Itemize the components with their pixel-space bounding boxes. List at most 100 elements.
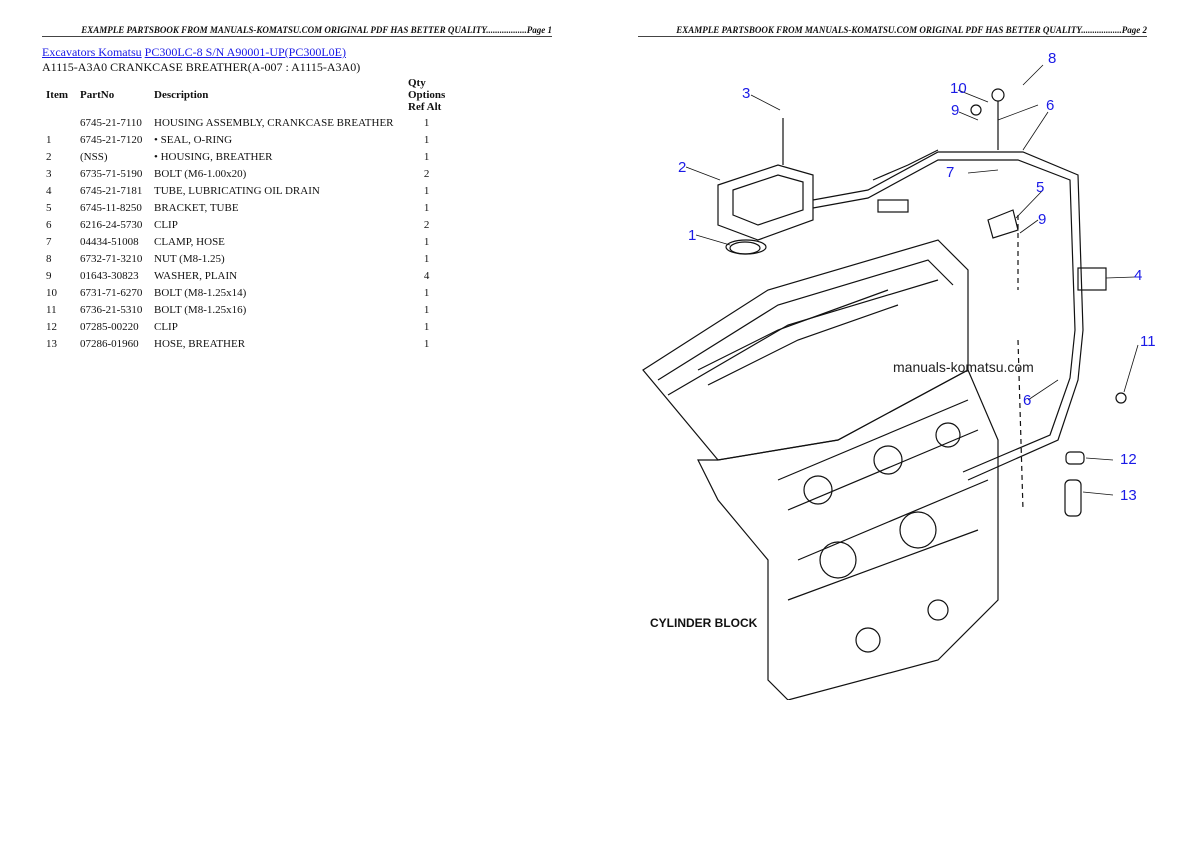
table-row: 1 6745-21-7120 • SEAL, O-RING 1 [44,131,447,148]
cell-partno: 6216-24-5730 [80,218,143,231]
callout-label: 3 [742,85,750,102]
cell-qty: 1 [423,252,430,265]
cell-partno: (NSS) [80,150,108,163]
table-row: 6745-21-7110 HOUSING ASSEMBLY, CRANKCASE … [44,114,447,131]
callout-label: 12 [1120,451,1137,468]
cell-qty: 1 [423,201,430,214]
cell-item: 1 [46,133,52,146]
cell-item: 12 [46,320,57,333]
col-item: Item [46,89,68,101]
table-row: 7 04434-51008 CLAMP, HOSE 1 [44,233,447,250]
parts-table: Item PartNo Description Qty Options Ref … [44,76,447,352]
cell-description: BRACKET, TUBE [154,201,239,214]
callout-label: 11 [1140,333,1156,350]
cell-item: 2 [46,150,52,163]
cell-qty: 1 [423,184,430,197]
callout-label: 2 [678,159,686,176]
col-partno: PartNo [80,89,115,101]
cell-partno: 6735-71-5190 [80,167,143,180]
cell-qty: 1 [423,303,430,316]
cell-description: CLIP [154,218,178,231]
cell-description: HOSE, BREATHER [154,337,246,350]
cell-qty: 1 [423,116,430,129]
cell-qty: 2 [423,218,430,231]
cell-qty: 1 [423,337,430,350]
cell-description: CLAMP, HOSE [154,235,225,248]
callout-label: 1 [688,227,696,244]
cell-item: 13 [46,337,57,350]
cell-description: CLIP [154,320,178,333]
cell-description: TUBE, LUBRICATING OIL DRAIN [154,184,320,197]
engine-drawing [642,88,1127,700]
cell-description: • HOUSING, BREATHER [154,150,273,163]
cell-qty: 4 [423,269,430,282]
cell-description: NUT (M8-1.25) [154,252,225,265]
cell-qty: 1 [423,150,430,163]
callout-label: 13 [1120,487,1137,504]
diagram-caption: CYLINDER BLOCK [650,616,758,630]
watermark-text: manuals-komatsu.com [893,359,1034,375]
callout-label: 7 [946,164,954,181]
breadcrumb-link-category[interactable]: Excavators Komatsu [42,45,142,59]
callout-label: 9 [951,102,959,119]
breadcrumb-link-model[interactable]: PC300LC-8 S/N A90001-UP(PC300L0E) [144,45,346,59]
cell-item: 4 [46,184,52,197]
table-row: 6 6216-24-5730 CLIP 2 [44,216,447,233]
cell-qty: 1 [423,286,430,299]
cell-partno: 6736-21-5310 [80,303,143,316]
cell-qty: 1 [423,133,430,146]
cell-item: 11 [46,303,57,316]
col-description: Description [154,89,209,101]
callout-label: 10 [950,80,967,97]
parts-table-body: 6745-21-7110 HOUSING ASSEMBLY, CRANKCASE … [44,114,447,352]
cell-item: 8 [46,252,52,265]
cell-partno: 6745-11-8250 [80,201,142,214]
callout-leaders [685,64,1139,496]
cell-partno: 04434-51008 [80,235,139,248]
table-row: 2 (NSS) • HOUSING, BREATHER 1 [44,148,447,165]
cell-partno: 01643-30823 [80,269,139,282]
callout-label: 6 [1023,392,1031,409]
cell-description: • SEAL, O-RING [154,133,233,146]
cell-description: BOLT (M6-1.00x20) [154,167,247,180]
cell-description: BOLT (M8-1.25x14) [154,286,247,299]
table-row: 5 6745-11-8250 BRACKET, TUBE 1 [44,199,447,216]
cell-partno: 6745-21-7110 [80,116,142,129]
cell-qty: 1 [423,320,430,333]
table-row: 4 6745-21-7181 TUBE, LUBRICATING OIL DRAIN… [44,182,447,199]
table-row: 11 6736-21-5310 BOLT (M8-1.25x16) 1 [44,301,447,318]
callout-label: 5 [1036,179,1044,196]
cell-item: 9 [46,269,52,282]
cell-item: 7 [46,235,52,248]
page-header-1: EXAMPLE PARTSBOOK FROM MANUALS-KOMATSU.C… [42,25,552,37]
cell-partno: 6732-71-3210 [80,252,143,265]
cell-item: 6 [46,218,52,231]
cell-description: HOUSING ASSEMBLY, CRANKCASE BREATHER [154,116,394,129]
page-subtitle: A1115-A3A0 CRANKCASE BREATHER(A-007 : A1… [42,60,361,74]
table-row: 13 07286-01960 HOSE, BREATHER 1 [44,335,447,352]
cell-partno: 6731-71-6270 [80,286,143,299]
col-qty-options: Qty Options Ref Alt [408,77,446,113]
table-row: 8 6732-71-3210 NUT (M8-1.25) 1 [44,250,447,267]
table-row: 3 6735-71-5190 BOLT (M6-1.00x20) 2 [44,165,447,182]
cell-partno: 6745-21-7120 [80,133,143,146]
cell-qty: 2 [423,167,430,180]
cell-item: 3 [46,167,52,180]
callout-label: 9 [1038,211,1046,228]
cell-partno: 6745-21-7181 [80,184,143,197]
cell-item: 5 [46,201,52,214]
cell-partno: 07286-01960 [80,337,139,350]
table-row: 12 07285-00220 CLIP 1 [44,318,447,335]
cell-description: BOLT (M8-1.25x16) [154,303,247,316]
cell-qty: 1 [423,235,430,248]
cell-description: WASHER, PLAIN [154,269,238,282]
table-row: 9 01643-30823 WASHER, PLAIN 4 [44,267,447,284]
cell-partno: 07285-00220 [80,320,139,333]
callout-label: 4 [1134,267,1142,284]
cell-item [44,114,78,131]
callout-label: 6 [1046,97,1054,114]
parts-table-header: Item PartNo Description Qty Options Ref … [44,76,447,114]
